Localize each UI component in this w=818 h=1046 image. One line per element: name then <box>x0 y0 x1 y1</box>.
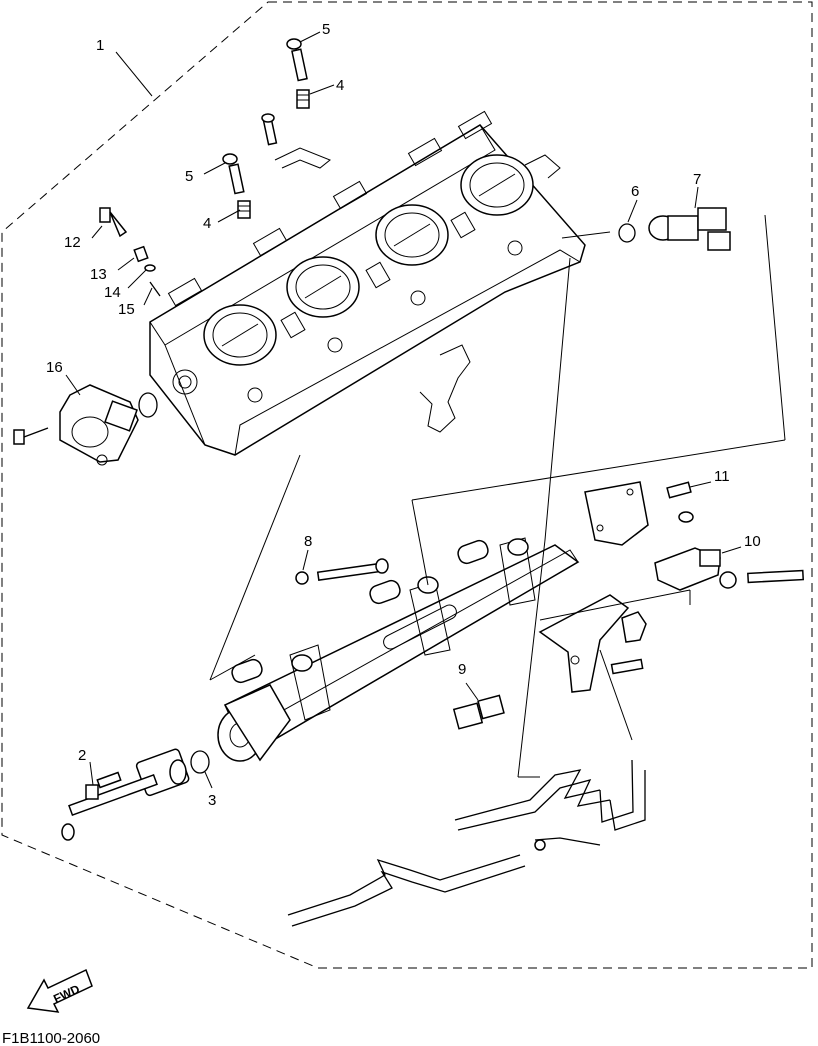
callout-9: 9 <box>458 661 466 678</box>
fuel-injector <box>648 207 731 251</box>
air-screw <box>99 207 128 238</box>
callout-16: 16 <box>46 359 63 376</box>
idle-screw-upper <box>286 38 308 82</box>
throttle-bore-4 <box>460 154 534 216</box>
callout-10: 10 <box>744 533 761 550</box>
callout-13: 13 <box>90 266 107 283</box>
throttle-body-assembly <box>149 110 586 456</box>
throttle-bore-1 <box>203 304 277 366</box>
rail-bolt-8 <box>295 558 389 585</box>
fuel-hose-upper <box>454 759 646 831</box>
regulator-screw <box>85 771 122 800</box>
sensor-screw <box>13 427 49 445</box>
spring-lower <box>237 200 251 219</box>
throttle-bore-3 <box>375 204 449 266</box>
throttle-position-sensor <box>59 384 139 466</box>
callout-4a: 4 <box>336 77 344 94</box>
o-ring-small <box>149 281 161 297</box>
callout-3: 3 <box>208 792 216 809</box>
callout-14: 14 <box>104 284 121 301</box>
fwd-direction-arrow: FWD <box>26 968 93 1013</box>
callout-15: 15 <box>118 301 135 318</box>
mounting-screw-top <box>261 113 331 169</box>
callout-leaders <box>65 31 742 789</box>
idle-screw-lower <box>222 153 245 195</box>
callout-6: 6 <box>631 183 639 200</box>
sensor-o-ring <box>138 392 158 418</box>
rail-cap-1 <box>231 658 263 684</box>
callout-5a: 5 <box>322 21 330 38</box>
callout-1: 1 <box>96 37 104 54</box>
air-screw-spring <box>133 245 149 263</box>
callout-11: 11 <box>714 468 730 485</box>
injector-seal <box>618 223 636 243</box>
regulator-o-ring <box>190 750 210 774</box>
assembly-boundary <box>1 1 813 969</box>
fuel-rail-assembly <box>217 537 580 762</box>
fuel-temperature-sensor <box>452 694 505 730</box>
callout-4b: 4 <box>203 215 211 232</box>
rail-cap-2 <box>369 579 401 605</box>
callout-8: 8 <box>304 533 312 550</box>
callout-5b: 5 <box>185 168 193 185</box>
throttle-bore-2 <box>286 256 360 318</box>
assembly-leader-lines <box>209 214 786 778</box>
bracket-and-screw <box>584 481 694 546</box>
lower-bracket <box>538 594 647 693</box>
pressure-regulator <box>61 748 190 841</box>
diagram-code: F1B1100-2060 <box>2 1030 100 1046</box>
pressure-sensor <box>654 547 805 591</box>
rail-cap-3 <box>457 539 489 565</box>
fuel-hose-lower <box>287 837 601 927</box>
callout-7: 7 <box>693 171 701 188</box>
spring-upper <box>296 89 310 109</box>
callout-2: 2 <box>78 747 86 764</box>
washer-small <box>144 264 156 272</box>
callout-12: 12 <box>64 234 81 251</box>
